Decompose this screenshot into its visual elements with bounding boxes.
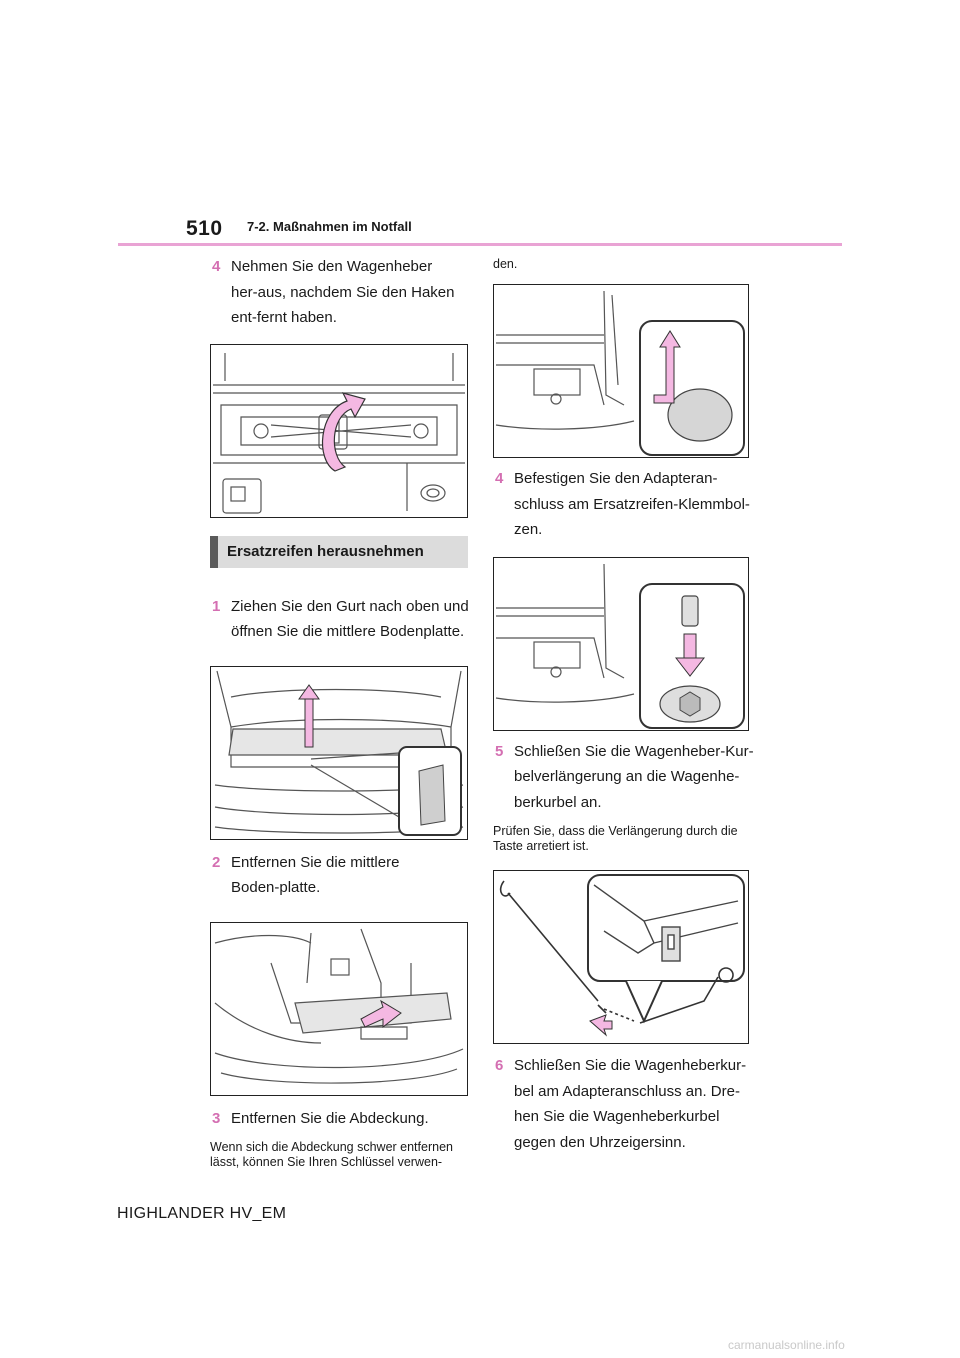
- pink-rotate-arrow: [322, 391, 366, 472]
- step-right-5: 5 Schließen Sie die Wagenheber-Kur-belve…: [493, 739, 755, 816]
- step-text: Ziehen Sie den Gurt nach oben und öffnen…: [231, 597, 469, 641]
- heading-text: Ersatzreifen herausnehmen: [227, 542, 424, 560]
- step-left-2: 2 Entfernen Sie die mittlere Boden-platt…: [210, 850, 472, 901]
- note-cover-key: Wenn sich die Abdeckung schwer entfernen…: [210, 1140, 453, 1169]
- figure-jack-removal: [210, 343, 468, 518]
- step-text: Nehmen Sie den Wagenheber her-aus, nachd…: [231, 258, 455, 326]
- step-left-3: 3 Entfernen Sie die Abdeckung.: [210, 1106, 472, 1132]
- step-text: Entfernen Sie die mittlere Boden-platte.: [231, 853, 400, 897]
- pink-up-arrow: [298, 683, 320, 699]
- watermark: carmanualsonline.info: [728, 1338, 845, 1352]
- pink-down-arrow: [674, 657, 706, 677]
- clamp-bolt-detail: [667, 388, 733, 442]
- jack-illustration: [213, 352, 465, 514]
- adapter-illustration: [495, 563, 745, 729]
- pink-push-arrow: [589, 1014, 613, 1037]
- note-extension-lock: Prüfen Sie, dass die Verlängerung durch …: [493, 824, 738, 853]
- pink-lift-arrow: [360, 999, 402, 1028]
- pink-up-arrow: [653, 330, 681, 404]
- step-text: Schließen Sie die Wagenheber-Kur-belverl…: [514, 742, 754, 811]
- step-number: 6: [495, 1057, 504, 1074]
- step-number: 2: [212, 853, 221, 871]
- step-number: 4: [212, 258, 221, 275]
- left-column: 4 Nehmen Sie den Wagenheber her-aus, nac…: [210, 254, 472, 1170]
- step-text: Befestigen Sie den Adapteran-schluss am …: [514, 470, 750, 538]
- step-right-6: 6 Schließen Sie die Wagenheberkur-bel am…: [493, 1053, 755, 1155]
- step-text: Entfernen Sie die Abdeckung.: [231, 1109, 429, 1127]
- figure-extension-handle: [493, 870, 749, 1044]
- adapter-detail: [681, 594, 699, 627]
- bolt-illustration: [495, 290, 745, 456]
- step-left-1: 1 Ziehen Sie den Gurt nach oben und öffn…: [210, 594, 472, 645]
- extension-illustration: [499, 874, 745, 1037]
- step-number: 1: [212, 597, 221, 615]
- step-right-4: 4 Befestigen Sie den Adapteran-schluss a…: [493, 466, 755, 543]
- page-number: 510: [186, 217, 223, 240]
- note-continued: den.: [493, 257, 518, 271]
- step-text: Schließen Sie die Wagenheberkur-bel am A…: [514, 1057, 747, 1151]
- figure-attach-adapter: [493, 556, 749, 731]
- right-column: den. 4 Befestigen Sie den Adapteran-schl…: [493, 254, 755, 1155]
- section-label: 7-2. Maßnahmen im Notfall: [247, 219, 412, 234]
- figure-bolt-location: [493, 284, 749, 458]
- step-number: 4: [495, 470, 504, 487]
- header-rule: [118, 243, 842, 246]
- step-number: 3: [212, 1109, 221, 1127]
- figure-remove-floor-panel: [210, 921, 468, 1096]
- footer-model: HIGHLANDER HV_EM: [117, 1205, 287, 1222]
- section-heading: Ersatzreifen herausnehmen: [210, 535, 468, 568]
- remove-panel-illustration: [214, 928, 464, 1084]
- step-left-4: 4 Nehmen Sie den Wagenheber her-aus, nac…: [210, 254, 460, 331]
- heading-mark: [210, 535, 218, 568]
- figure-open-floor-panel: [210, 665, 468, 840]
- floor-panel-illustration: [214, 670, 464, 836]
- step-number: 5: [495, 742, 504, 760]
